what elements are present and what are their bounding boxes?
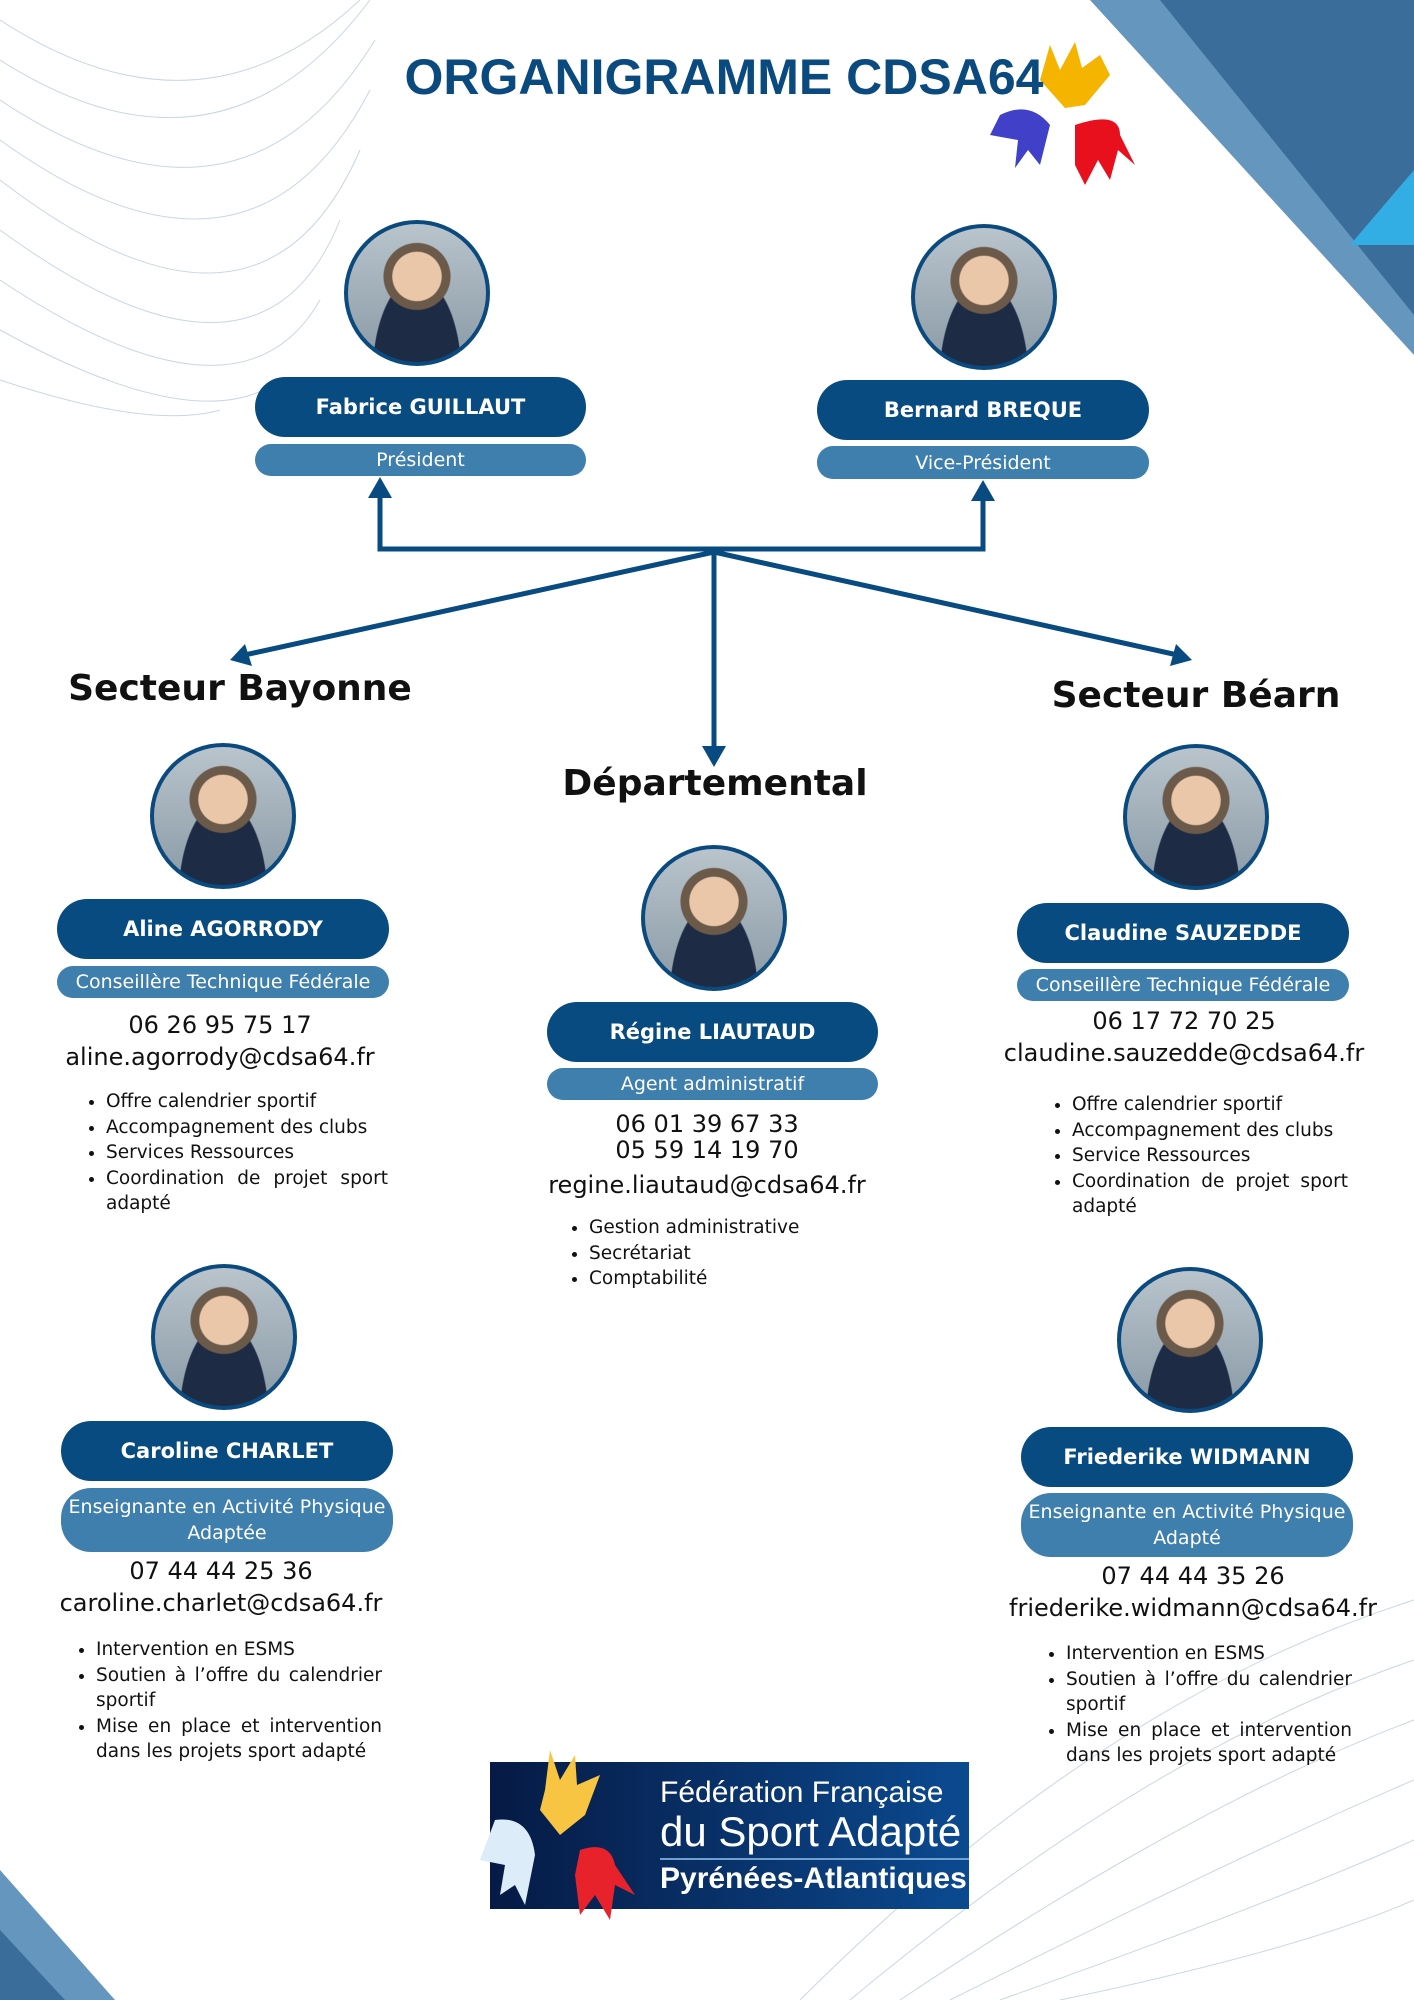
task-item: Intervention en ESMS (96, 1637, 382, 1663)
phone-aline: 06 26 95 75 17 (128, 1011, 312, 1039)
name-claudine: Claudine SAUZEDDE (1017, 903, 1349, 963)
tasks-claudine: Offre calendrier sportifAccompagnement d… (1048, 1092, 1348, 1220)
task-item: Mise en place et intervention dans les p… (1066, 1718, 1352, 1769)
role-regine: Agent administratif (547, 1068, 878, 1100)
sector-bearn: Secteur Béarn (1051, 675, 1341, 716)
page-title: ORGANIGRAMME CDSA64 (404, 49, 1044, 105)
logo-line1: Fédération Française (660, 1775, 944, 1809)
email-claudine[interactable]: claudine.sauzedde@cdsa64.fr (1003, 1039, 1365, 1067)
task-item: Mise en place et intervention dans les p… (96, 1714, 382, 1765)
task-item: Comptabilité (589, 1266, 885, 1292)
task-item: Soutien à l’offre du calendrier sportif (1066, 1667, 1352, 1718)
ffsa-logo: Fédération Française du Sport Adapté Pyr… (490, 1762, 969, 1909)
email-caroline[interactable]: caroline.charlet@cdsa64.fr (59, 1589, 383, 1617)
name-aline: Aline AGORRODY (57, 899, 389, 959)
photo-regine (641, 845, 787, 991)
role-fabrice: Président (255, 444, 586, 476)
ffsa-mascots-icon (480, 1750, 635, 1920)
photo-bernard (911, 224, 1057, 370)
tasks-regine: Gestion administrativeSecrétariatComptab… (565, 1215, 885, 1292)
sector-departemental: Départemental (562, 763, 868, 804)
task-item: Gestion administrative (589, 1215, 885, 1241)
task-item: Soutien à l’offre du calendrier sportif (96, 1663, 382, 1714)
mascot-red-icon (1075, 119, 1135, 185)
tasks-caroline: Intervention en ESMSSoutien à l’offre du… (72, 1637, 382, 1765)
role-bernard: Vice-Président (817, 446, 1149, 479)
role-claudine: Conseillère Technique Fédérale (1017, 969, 1349, 1001)
photo-friederike (1117, 1267, 1263, 1413)
mascot-blue-icon (990, 109, 1050, 168)
name-regine: Régine LIAUTAUD (547, 1002, 878, 1062)
photo-caroline (151, 1264, 297, 1410)
arrowheads (230, 477, 1192, 767)
task-item: Offre calendrier sportif (1072, 1092, 1348, 1118)
photo-fabrice (344, 220, 490, 366)
photo-aline (150, 743, 296, 889)
name-bernard: Bernard BREQUE (817, 380, 1149, 440)
role-aline: Conseillère Technique Fédérale (57, 966, 389, 998)
name-friederike: Friederike WIDMANN (1021, 1427, 1353, 1487)
logo-line3: Pyrénées-Atlantiques (660, 1857, 969, 1896)
wave-lines-top-left (0, 0, 376, 417)
task-item: Service Ressources (1072, 1143, 1348, 1169)
tasks-aline: Offre calendrier sportifAccompagnement d… (82, 1089, 388, 1217)
task-item: Accompagnement des clubs (1072, 1118, 1348, 1144)
task-item: Accompagnement des clubs (106, 1115, 388, 1141)
task-item: Offre calendrier sportif (106, 1089, 388, 1115)
phone-friederike: 07 44 44 35 26 (1101, 1562, 1285, 1590)
sector-bayonne: Secteur Bayonne (68, 668, 412, 709)
corner-shape-cyan (1350, 170, 1414, 245)
phone-regine-2: 05 59 14 19 70 (615, 1136, 799, 1164)
org-connectors (239, 490, 1183, 755)
role-caroline: Enseignante en Activité Physique Adaptée (61, 1488, 393, 1552)
name-fabrice: Fabrice GUILLAUT (255, 377, 586, 437)
email-aline[interactable]: aline.agorrody@cdsa64.fr (65, 1043, 375, 1071)
wave-lines-bottom-right (799, 1599, 1414, 2000)
name-caroline: Caroline CHARLET (61, 1421, 393, 1481)
photo-claudine (1123, 744, 1269, 890)
phone-claudine: 06 17 72 70 25 (1092, 1007, 1276, 1035)
phone-regine-1: 06 01 39 67 33 (615, 1110, 799, 1138)
email-friederike[interactable]: friederike.widmann@cdsa64.fr (1009, 1594, 1377, 1622)
task-item: Coordination de projet sport adapté (1072, 1169, 1348, 1220)
task-item: Secrétariat (589, 1241, 885, 1267)
task-item: Services Ressources (106, 1140, 388, 1166)
corner-shape-dark (1160, 0, 1414, 315)
task-item: Intervention en ESMS (1066, 1641, 1352, 1667)
mascot-yellow-icon (1040, 42, 1110, 108)
task-item: Coordination de projet sport adapté (106, 1166, 388, 1217)
role-friederike: Enseignante en Activité Physique Adapté (1021, 1493, 1353, 1557)
email-regine[interactable]: regine.liautaud@cdsa64.fr (548, 1171, 866, 1199)
logo-line2: du Sport Adapté (660, 1807, 962, 1855)
tasks-friederike: Intervention en ESMSSoutien à l’offre du… (1042, 1641, 1352, 1769)
phone-caroline: 07 44 44 25 36 (129, 1557, 313, 1585)
